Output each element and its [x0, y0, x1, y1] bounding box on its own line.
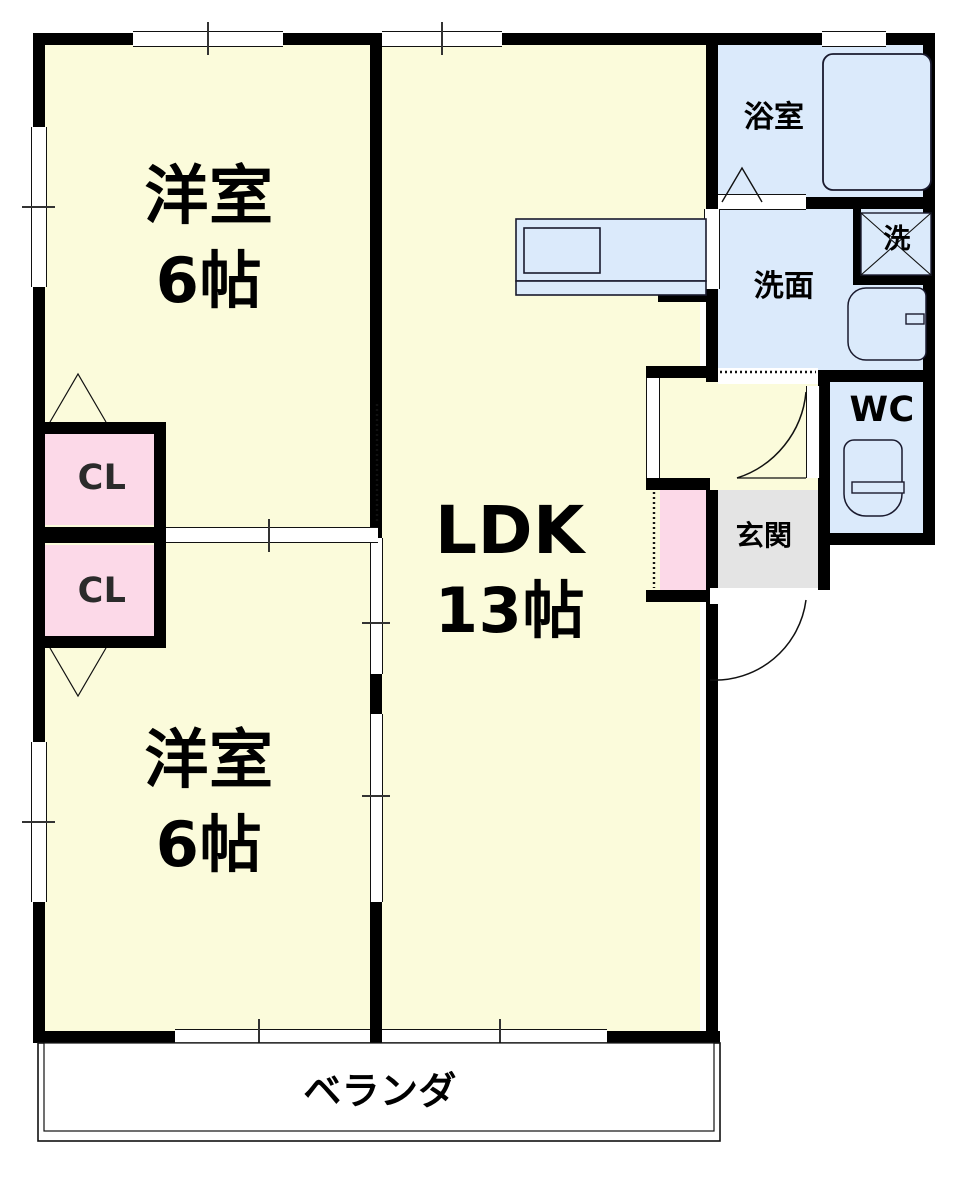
- wall-hallway-right: [818, 378, 830, 490]
- label-toilet: WC: [849, 390, 915, 430]
- label-bedroom-bottom-size: 6帖: [155, 808, 263, 881]
- door-bath[interactable]: [718, 194, 806, 210]
- wall-ldk-right-lower: [706, 490, 718, 1043]
- room-fill-hallway: [658, 378, 818, 490]
- wall-bedroom-top-ldk: [370, 33, 382, 428]
- wall-entrance-bottom: [646, 590, 710, 602]
- room-fill-entrance: [708, 490, 818, 590]
- window-tick-6: [499, 1019, 501, 1055]
- wall-kitchen-counter-jog: [658, 290, 718, 302]
- window-bedroom-bottom-south: [175, 1029, 370, 1045]
- label-closet-upper: CL: [77, 458, 127, 498]
- label-bedroom-top-size: 6帖: [155, 244, 263, 317]
- wall-entrance-top: [646, 478, 710, 490]
- label-laundry: 洗: [883, 224, 911, 255]
- label-bath: 浴室: [743, 100, 805, 135]
- window-tick-3: [22, 206, 55, 208]
- label-bedroom-bottom-name: 洋室: [144, 724, 274, 798]
- label-washroom: 洗面: [753, 269, 815, 304]
- door-swing-front-icon: [709, 599, 807, 681]
- wall-bedroom-top-ldk-lower: [370, 428, 382, 540]
- wall-wc-bottom: [818, 533, 935, 545]
- label-bedroom-top-name: 洋室: [144, 160, 274, 234]
- window-tick-2: [441, 22, 443, 55]
- window-ldk-south: [382, 1029, 607, 1045]
- door-bedroom-top-to-ldk[interactable]: [370, 538, 383, 674]
- room-fill-shoe-closet: [660, 490, 708, 590]
- window-tick-1: [207, 22, 209, 55]
- door-bedroom-bottom-to-ldk[interactable]: [370, 714, 383, 902]
- wall-closet-right: [154, 422, 166, 648]
- window-tick-5: [258, 1019, 260, 1055]
- closet-tick: [268, 519, 270, 552]
- label-ldk-name: LDK: [435, 492, 585, 569]
- room-fill-ldk: [382, 44, 700, 1031]
- wall-closet-upper-top: [44, 422, 166, 434]
- label-closet-lower: CL: [77, 571, 127, 611]
- wall-laundry-left: [853, 209, 861, 281]
- wall-hallway-top: [646, 366, 718, 378]
- wall-laundry-bottom: [853, 275, 935, 285]
- wall-closet-divider: [44, 527, 166, 543]
- wall-closet-lower-bottom: [44, 636, 166, 648]
- wall-bedroom-bottom-ldk: [370, 900, 382, 1043]
- wall-outer-right-upper: [923, 33, 935, 545]
- room-fill-closet-lower: [44, 545, 159, 638]
- window-bath-north: [822, 31, 886, 47]
- door-hallway-interior[interactable]: [806, 386, 820, 478]
- opening-between-closets: [166, 527, 378, 543]
- door-washroom-west[interactable]: [704, 209, 720, 289]
- door-tick-bedroom-bottom: [362, 795, 390, 797]
- wall-entrance-right: [818, 490, 830, 590]
- window-tick-4: [22, 821, 55, 823]
- label-ldk-size: 13帖: [434, 574, 586, 647]
- label-entrance: 玄関: [735, 519, 793, 552]
- front-door-opening[interactable]: [710, 588, 818, 604]
- wall-bath-left: [706, 33, 718, 209]
- wall-bedroom-bottom-ldk-upper: [370, 672, 382, 714]
- room-fill-closet-upper: [44, 432, 159, 525]
- label-veranda: ベランダ: [303, 1069, 457, 1113]
- door-tick-bedroom-top: [362, 622, 390, 624]
- door-hallway-to-ldk[interactable]: [646, 378, 660, 478]
- door-washroom-to-hallway[interactable]: [718, 368, 818, 384]
